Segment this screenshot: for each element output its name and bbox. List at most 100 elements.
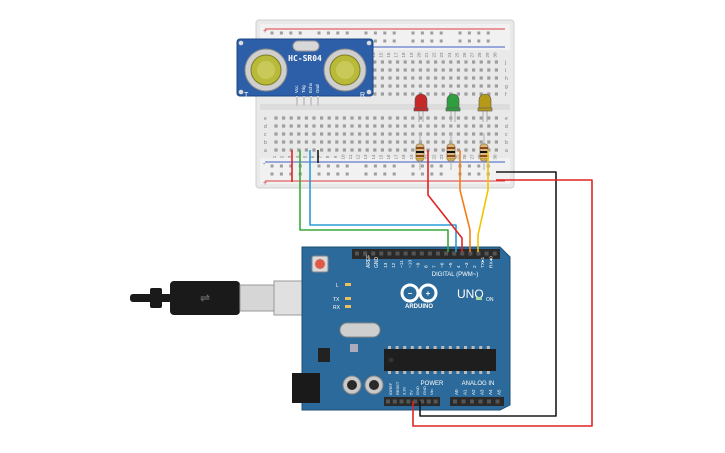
- breadboard-hole[interactable]: [320, 124, 324, 128]
- header-pin[interactable]: [386, 399, 390, 404]
- breadboard-hole[interactable]: [388, 92, 392, 96]
- breadboard-hole[interactable]: [396, 148, 400, 152]
- rail-hole[interactable]: [477, 164, 481, 168]
- breadboard-hole[interactable]: [396, 140, 400, 144]
- breadboard-hole[interactable]: [373, 84, 377, 88]
- breadboard-hole[interactable]: [434, 148, 438, 152]
- header-pin[interactable]: [379, 251, 384, 256]
- breadboard-hole[interactable]: [441, 60, 445, 64]
- breadboard-hole[interactable]: [472, 140, 476, 144]
- breadboard-hole[interactable]: [487, 148, 491, 152]
- breadboard-hole[interactable]: [441, 116, 445, 120]
- rail-hole[interactable]: [270, 172, 274, 176]
- header-pin[interactable]: [419, 251, 424, 256]
- rail-hole[interactable]: [439, 39, 443, 43]
- breadboard-hole[interactable]: [456, 92, 460, 96]
- breadboard-hole[interactable]: [418, 116, 422, 120]
- rail-hole[interactable]: [458, 31, 462, 35]
- breadboard-hole[interactable]: [426, 76, 430, 80]
- breadboard-hole[interactable]: [411, 148, 415, 152]
- breadboard-hole[interactable]: [494, 76, 498, 80]
- header-pin[interactable]: [427, 251, 432, 256]
- breadboard-hole[interactable]: [335, 148, 339, 152]
- rail-hole[interactable]: [364, 164, 368, 168]
- breadboard-hole[interactable]: [494, 60, 498, 64]
- header-pin[interactable]: [452, 251, 457, 256]
- breadboard-hole[interactable]: [479, 60, 483, 64]
- header-pin[interactable]: [395, 251, 400, 256]
- breadboard-hole[interactable]: [472, 76, 476, 80]
- breadboard-hole[interactable]: [350, 124, 354, 128]
- breadboard-hole[interactable]: [327, 148, 331, 152]
- header-pin[interactable]: [478, 399, 483, 404]
- breadboard-hole[interactable]: [304, 132, 308, 136]
- breadboard-hole[interactable]: [479, 68, 483, 72]
- breadboard-hole[interactable]: [494, 148, 498, 152]
- header-pin[interactable]: [392, 399, 397, 404]
- breadboard-hole[interactable]: [494, 92, 498, 96]
- breadboard-hole[interactable]: [487, 140, 491, 144]
- breadboard-hole[interactable]: [350, 148, 354, 152]
- breadboard-hole[interactable]: [411, 124, 415, 128]
- rail-hole[interactable]: [373, 39, 377, 43]
- breadboard-hole[interactable]: [426, 92, 430, 96]
- breadboard-hole[interactable]: [487, 60, 491, 64]
- header-pin[interactable]: [420, 399, 424, 404]
- breadboard-hole[interactable]: [365, 124, 369, 128]
- breadboard-hole[interactable]: [472, 132, 476, 136]
- breadboard-hole[interactable]: [456, 132, 460, 136]
- breadboard-hole[interactable]: [472, 84, 476, 88]
- rail-hole[interactable]: [420, 164, 424, 168]
- breadboard-hole[interactable]: [274, 116, 278, 120]
- breadboard-hole[interactable]: [342, 140, 346, 144]
- breadboard-hole[interactable]: [472, 68, 476, 72]
- breadboard-hole[interactable]: [418, 84, 422, 88]
- breadboard-hole[interactable]: [464, 92, 468, 96]
- rail-hole[interactable]: [289, 172, 293, 176]
- breadboard-hole[interactable]: [380, 60, 384, 64]
- breadboard-hole[interactable]: [282, 116, 286, 120]
- breadboard-hole[interactable]: [403, 132, 407, 136]
- header-pin[interactable]: [355, 251, 359, 256]
- rail-hole[interactable]: [467, 31, 471, 35]
- rail-hole[interactable]: [270, 164, 274, 168]
- usb-cable[interactable]: ⇌: [130, 280, 311, 316]
- breadboard-hole[interactable]: [464, 68, 468, 72]
- rail-hole[interactable]: [373, 164, 377, 168]
- breadboard-hole[interactable]: [441, 148, 445, 152]
- breadboard-hole[interactable]: [411, 140, 415, 144]
- breadboard-hole[interactable]: [479, 140, 483, 144]
- breadboard-hole[interactable]: [403, 140, 407, 144]
- rail-hole[interactable]: [270, 31, 274, 35]
- breadboard-hole[interactable]: [380, 68, 384, 72]
- breadboard-hole[interactable]: [494, 116, 498, 120]
- breadboard-hole[interactable]: [342, 116, 346, 120]
- rail-hole[interactable]: [477, 39, 481, 43]
- breadboard-hole[interactable]: [388, 148, 392, 152]
- rail-hole[interactable]: [279, 31, 283, 35]
- breadboard-hole[interactable]: [388, 60, 392, 64]
- header-pin[interactable]: [476, 251, 481, 256]
- breadboard-hole[interactable]: [350, 116, 354, 120]
- resistor-green[interactable]: [446, 133, 456, 170]
- breadboard-hole[interactable]: [426, 140, 430, 144]
- rail-hole[interactable]: [477, 172, 481, 176]
- breadboard-hole[interactable]: [373, 116, 377, 120]
- rail-hole[interactable]: [279, 172, 283, 176]
- breadboard-hole[interactable]: [426, 84, 430, 88]
- breadboard-hole[interactable]: [434, 124, 438, 128]
- breadboard-hole[interactable]: [411, 84, 415, 88]
- breadboard-hole[interactable]: [304, 140, 308, 144]
- header-pin[interactable]: [492, 251, 497, 256]
- breadboard-hole[interactable]: [312, 116, 316, 120]
- header-pin[interactable]: [436, 251, 440, 256]
- rail-hole[interactable]: [317, 31, 321, 35]
- rail-hole[interactable]: [420, 39, 424, 43]
- breadboard-hole[interactable]: [403, 84, 407, 88]
- breadboard-hole[interactable]: [304, 124, 308, 128]
- breadboard-hole[interactable]: [449, 60, 453, 64]
- breadboard-hole[interactable]: [426, 124, 430, 128]
- rail-hole[interactable]: [486, 39, 490, 43]
- breadboard-hole[interactable]: [396, 132, 400, 136]
